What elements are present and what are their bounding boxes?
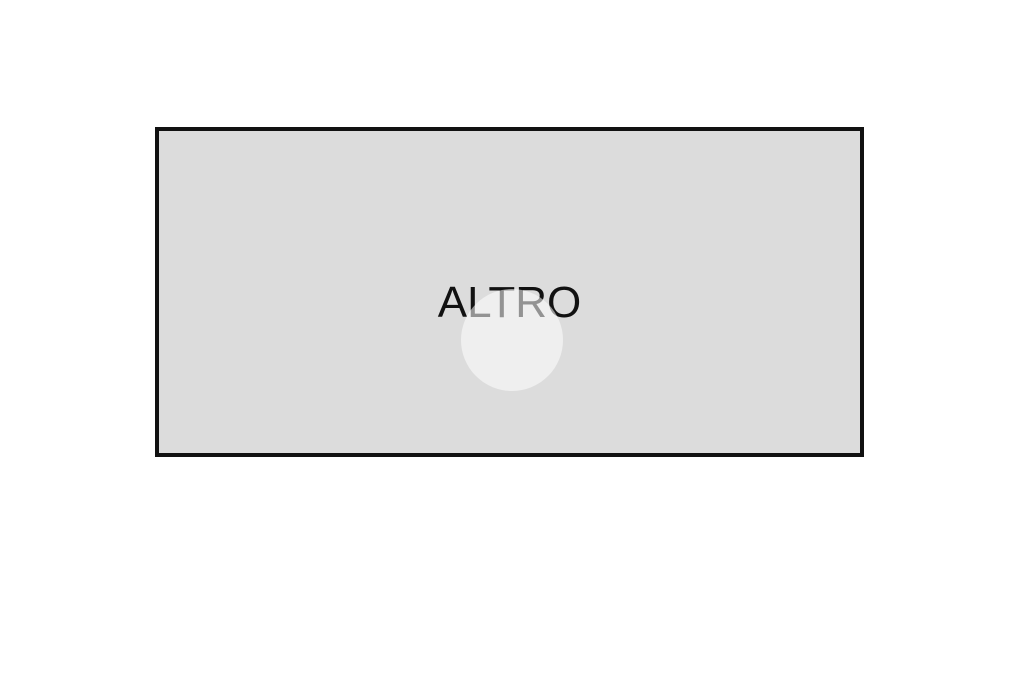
watermark-circle xyxy=(461,289,563,391)
